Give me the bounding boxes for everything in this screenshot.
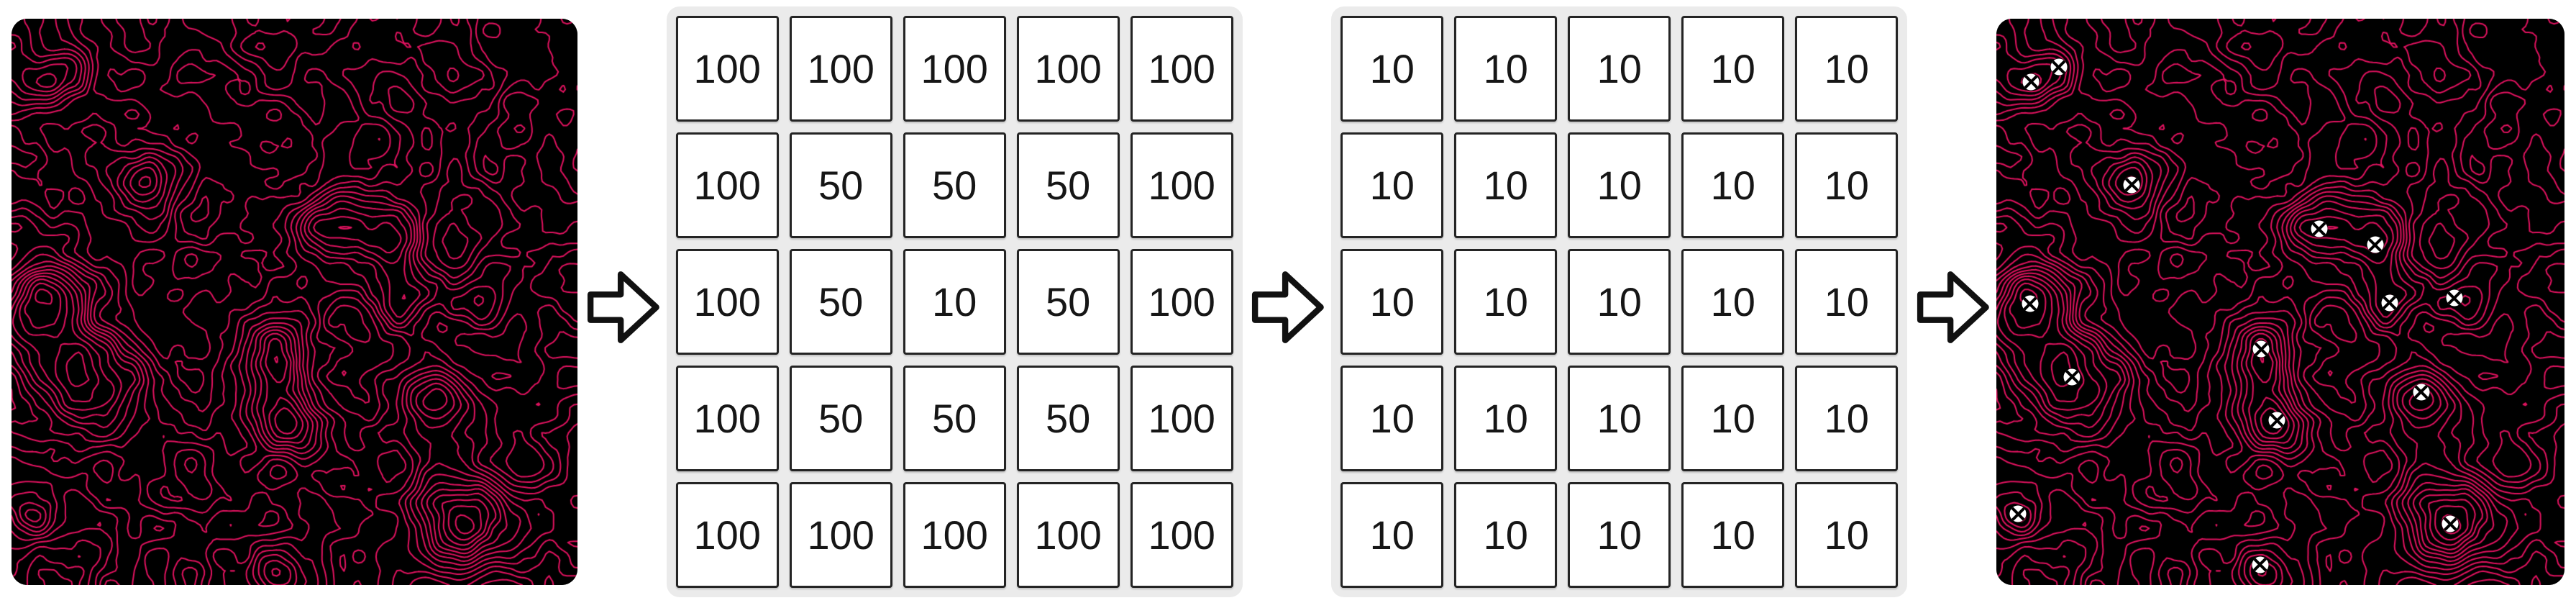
grid-cell: 100 — [1016, 481, 1120, 588]
grid-cell: 10 — [1681, 15, 1785, 122]
circle-cross-marker-icon — [2367, 236, 2384, 253]
grid-cell: 50 — [1016, 132, 1120, 238]
circle-cross-marker-icon — [2311, 220, 2328, 237]
grid-cell: 100 — [675, 365, 779, 471]
circle-cross-marker-icon — [2446, 289, 2463, 307]
contour-map-canvas — [1996, 18, 2564, 585]
grid-cell: 100 — [903, 481, 1006, 588]
grid-cell: 10 — [1340, 15, 1444, 122]
grid-cell: 50 — [789, 248, 892, 355]
grid-cell: 10 — [1681, 132, 1785, 238]
grid-cell: 10 — [1681, 248, 1785, 355]
grid-cell: 100 — [675, 481, 779, 588]
grid-cell: 10 — [1454, 248, 1558, 355]
grid-cell: 10 — [1795, 365, 1899, 471]
grid-cell: 10 — [1454, 481, 1558, 588]
circle-cross-marker-icon — [2381, 294, 2398, 312]
grid-cell: 10 — [1340, 481, 1444, 588]
grid-cell: 100 — [675, 15, 779, 122]
grid-cell: 50 — [1016, 365, 1120, 471]
grid-cell: 100 — [1016, 15, 1120, 122]
grid-cell: 100 — [1130, 132, 1233, 238]
circle-cross-marker-icon — [2123, 176, 2140, 194]
arrow-right-icon — [1917, 271, 1989, 343]
grid-cell: 10 — [1340, 365, 1444, 471]
grid-cell: 10 — [1568, 132, 1671, 238]
grid-cell: 10 — [1681, 365, 1785, 471]
grid-cell: 100 — [675, 132, 779, 238]
grid-cell: 10 — [903, 248, 1006, 355]
grid-cell: 10 — [1568, 481, 1671, 588]
grid-cell: 50 — [1016, 248, 1120, 355]
circle-cross-marker-icon — [2268, 412, 2285, 429]
circle-cross-marker-icon — [2252, 556, 2269, 573]
grid-cell: 10 — [1795, 248, 1899, 355]
circle-cross-marker-icon — [2442, 515, 2459, 532]
grid-cell: 10 — [1454, 15, 1558, 122]
circle-cross-marker-icon — [2252, 340, 2270, 358]
grid-cell: 100 — [1130, 481, 1233, 588]
grid-cell: 50 — [903, 365, 1006, 471]
grid-cell: 10 — [1340, 248, 1444, 355]
input-contour-map — [12, 18, 577, 585]
output-contour-map — [1996, 18, 2564, 585]
grid-cell: 100 — [1130, 15, 1233, 122]
grid-cell: 100 — [789, 15, 892, 122]
circle-cross-marker-icon — [2050, 58, 2068, 76]
grid-cell: 10 — [1454, 365, 1558, 471]
grid-cell: 100 — [1130, 365, 1233, 471]
grid-cell: 100 — [903, 15, 1006, 122]
grid-cell: 10 — [1568, 248, 1671, 355]
grid-cell: 100 — [789, 481, 892, 588]
grid-cell: 10 — [1795, 15, 1899, 122]
grid-cell: 50 — [903, 132, 1006, 238]
contour-map-canvas — [12, 18, 577, 585]
grid-cell: 10 — [1568, 15, 1671, 122]
arrow-right-icon — [1252, 271, 1325, 343]
circle-cross-marker-icon — [2022, 73, 2040, 91]
arrow-right-icon — [587, 271, 659, 343]
circle-cross-marker-icon — [2413, 384, 2430, 401]
grid-cell: 50 — [789, 365, 892, 471]
circle-cross-marker-icon — [2009, 505, 2027, 522]
grid-cell: 10 — [1340, 132, 1444, 238]
circle-cross-marker-icon — [2063, 368, 2081, 386]
grid-cell: 10 — [1454, 132, 1558, 238]
grid-cell: 10 — [1568, 365, 1671, 471]
grid-cell: 10 — [1681, 481, 1785, 588]
grid-cell: 100 — [1130, 248, 1233, 355]
circle-cross-marker-icon — [2022, 295, 2039, 312]
grid-cell: 10 — [1795, 481, 1899, 588]
grid-cell: 100 — [675, 248, 779, 355]
grid-cell: 50 — [789, 132, 892, 238]
grid-cell: 10 — [1795, 132, 1899, 238]
